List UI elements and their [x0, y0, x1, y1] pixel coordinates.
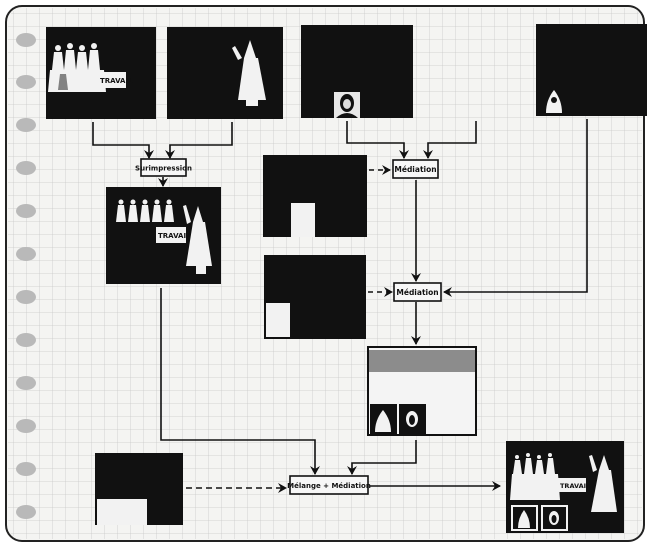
robed-figure-icon	[183, 205, 212, 274]
figure-group-icon	[510, 453, 560, 500]
frame-superposition-result: TRAVAIL	[106, 187, 221, 284]
frame-robed-figure	[167, 27, 283, 119]
frame-hooded-figure	[536, 24, 647, 116]
svg-text:Surimpression: Surimpression	[135, 165, 192, 173]
robed-figure-icon	[232, 40, 266, 106]
label-surimpression: Surimpression	[135, 158, 192, 177]
sign-board	[156, 227, 186, 243]
binder-holes	[16, 33, 36, 519]
sign-text: TRAVAIL	[100, 77, 133, 85]
portrait-icon	[334, 92, 360, 118]
figure-group-icon	[48, 43, 106, 92]
label-mediation-2: Médiation	[393, 282, 442, 302]
label-merge-mediation: Mélange + Médiation	[287, 475, 371, 495]
svg-text:Médiation: Médiation	[396, 288, 438, 297]
frame-mediation-result	[367, 346, 477, 436]
sign-board	[98, 72, 126, 88]
hooded-figure-icon	[541, 88, 567, 114]
frame-figures-group: TRAVAIL	[46, 27, 156, 119]
label-mediation-1: Médiation	[392, 159, 439, 179]
gray-band	[369, 350, 475, 372]
frame-portrait	[301, 25, 413, 118]
mask-frame-middle	[264, 255, 366, 339]
svg-text:Mélange + Médiation: Mélange + Médiation	[287, 482, 371, 490]
figure-group-icon	[116, 199, 174, 222]
connectors	[92, 119, 588, 493]
mask-frame-top	[263, 155, 367, 237]
sign-board	[558, 478, 586, 492]
frame-final-composite: TRAVAIL	[506, 441, 624, 533]
sign-text: TRAVAIL	[560, 482, 590, 490]
svg-text:Médiation: Médiation	[394, 165, 436, 174]
robed-figure-icon	[589, 455, 617, 512]
sign-text: TRAVAIL	[158, 232, 191, 240]
mask-frame-bottom	[95, 453, 183, 525]
